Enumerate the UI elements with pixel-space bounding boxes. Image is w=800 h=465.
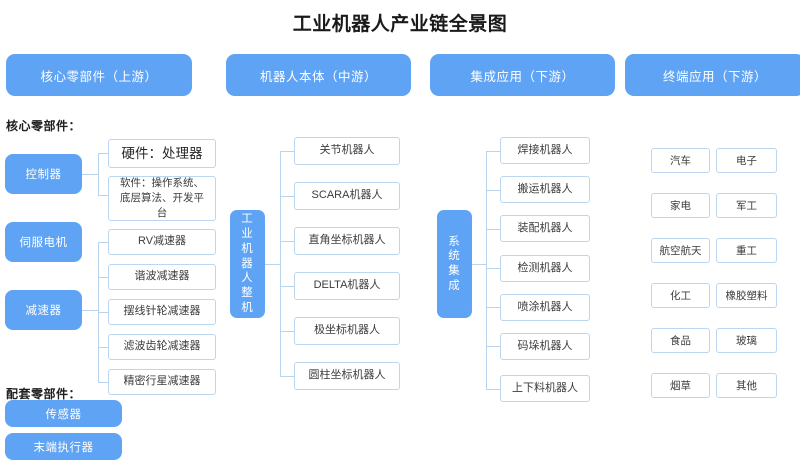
node-end-effector[interactable]: 末端执行器 <box>5 433 122 460</box>
caption-support-components: 配套零部件： <box>6 387 82 401</box>
connector-controller-spine <box>98 153 99 195</box>
header-pill-application[interactable]: 终端应用（下游） <box>625 54 800 96</box>
node-controller[interactable]: 控制器 <box>5 154 82 194</box>
connector-reducer-5 <box>98 382 108 383</box>
header-pill-upstream[interactable]: 核心零部件（上游） <box>6 54 192 96</box>
box-app-welding[interactable]: 焊接机器人 <box>500 137 590 164</box>
box-app-assembly[interactable]: 装配机器人 <box>500 215 590 242</box>
connector-int-5 <box>486 307 500 308</box>
connector-int-1 <box>486 151 500 152</box>
connector-reducer-4 <box>98 347 108 348</box>
connector-mid-4 <box>280 286 294 287</box>
connector-controller-sw <box>98 195 108 196</box>
box-reducer-filter[interactable]: 滤波齿轮减速器 <box>108 334 216 360</box>
chip-appliance[interactable]: 家电 <box>651 193 710 218</box>
connector-mid-3 <box>280 241 294 242</box>
connector-int-2 <box>486 190 500 191</box>
connector-controller-hw <box>98 153 108 154</box>
chip-electronics[interactable]: 电子 <box>716 148 777 173</box>
box-robot-delta[interactable]: DELTA机器人 <box>294 272 400 300</box>
box-controller-software[interactable]: 软件：操作系统、底层算法、开发平台 <box>108 176 216 221</box>
connector-int-4 <box>486 268 500 269</box>
connector-mid-2 <box>280 196 294 197</box>
connector-mid-6 <box>280 376 294 377</box>
connector-reducer-1 <box>98 242 108 243</box>
box-app-handling[interactable]: 搬运机器人 <box>500 176 590 203</box>
connector-mid-1 <box>280 151 294 152</box>
connector-controller-stem <box>82 174 98 175</box>
node-system-integration[interactable]: 系统集成 <box>437 210 472 318</box>
box-robot-polar[interactable]: 极坐标机器人 <box>294 317 400 345</box>
chip-aerospace[interactable]: 航空航天 <box>651 238 710 263</box>
node-industrial-robot-body-label: 工业机器人整机 <box>241 213 254 314</box>
box-reducer-harmonic[interactable]: 谐波减速器 <box>108 264 216 290</box>
connector-reducer-2 <box>98 277 108 278</box>
connector-reducer-stem <box>82 310 98 311</box>
chip-other[interactable]: 其他 <box>716 373 777 398</box>
box-robot-scara[interactable]: SCARA机器人 <box>294 182 400 210</box>
box-app-painting[interactable]: 喷涂机器人 <box>500 294 590 321</box>
connector-reducer-3 <box>98 312 108 313</box>
box-robot-cylindrical[interactable]: 圆柱坐标机器人 <box>294 362 400 390</box>
node-servo-motor[interactable]: 伺服电机 <box>5 222 82 262</box>
box-app-palletizing[interactable]: 码垛机器人 <box>500 333 590 360</box>
connector-int-6 <box>486 346 500 347</box>
box-robot-cartesian[interactable]: 直角坐标机器人 <box>294 227 400 255</box>
box-app-inspection[interactable]: 检测机器人 <box>500 255 590 282</box>
caption-core-components: 核心零部件： <box>6 119 82 133</box>
box-controller-hardware[interactable]: 硬件：处理器 <box>108 139 216 168</box>
header-pill-integration[interactable]: 集成应用（下游） <box>430 54 615 96</box>
chip-automotive[interactable]: 汽车 <box>651 148 710 173</box>
chip-heavy-industry[interactable]: 重工 <box>716 238 777 263</box>
box-reducer-planetary[interactable]: 精密行星减速器 <box>108 369 216 395</box>
connector-int-3 <box>486 229 500 230</box>
box-app-loading[interactable]: 上下料机器人 <box>500 375 590 402</box>
connector-int-stem <box>472 264 486 265</box>
connector-int-spine <box>486 151 487 390</box>
node-reducer[interactable]: 减速器 <box>5 290 82 330</box>
chip-military[interactable]: 军工 <box>716 193 777 218</box>
connector-mid-spine <box>280 151 281 377</box>
box-reducer-rv[interactable]: RV减速器 <box>108 229 216 255</box>
node-system-integration-label: 系统集成 <box>448 235 461 292</box>
chip-rubber-plastic[interactable]: 橡胶塑料 <box>716 283 777 308</box>
chip-chemical[interactable]: 化工 <box>651 283 710 308</box>
connector-mid-stem <box>265 264 280 265</box>
connector-mid-5 <box>280 331 294 332</box>
box-robot-articulated[interactable]: 关节机器人 <box>294 137 400 165</box>
header-pill-midstream[interactable]: 机器人本体（中游） <box>226 54 411 96</box>
page-title: 工业机器人产业链全景图 <box>292 14 508 35</box>
box-reducer-cycloidal[interactable]: 摆线针轮减速器 <box>108 299 216 325</box>
node-industrial-robot-body[interactable]: 工业机器人整机 <box>230 210 265 318</box>
chip-food[interactable]: 食品 <box>651 328 710 353</box>
connector-int-7 <box>486 389 500 390</box>
node-sensor[interactable]: 传感器 <box>5 400 122 427</box>
chip-tobacco[interactable]: 烟草 <box>651 373 710 398</box>
chip-glass[interactable]: 玻璃 <box>716 328 777 353</box>
